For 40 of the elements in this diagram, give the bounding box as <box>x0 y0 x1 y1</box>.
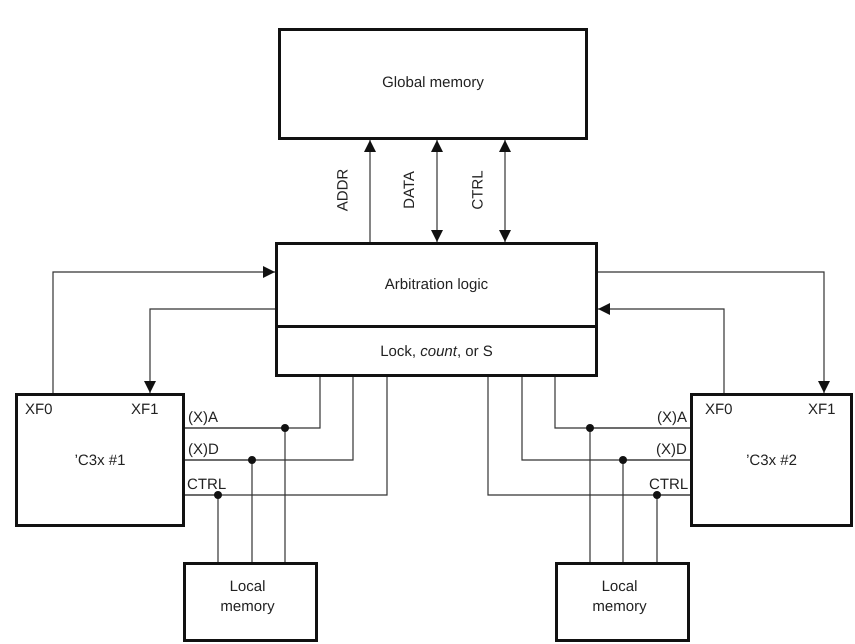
processor-box <box>15 393 185 527</box>
memory-box <box>278 28 588 140</box>
arrow <box>598 271 830 393</box>
processor-box <box>690 393 853 527</box>
arrow <box>598 303 725 393</box>
memory-box <box>183 562 318 642</box>
logic-box <box>275 242 598 328</box>
pin-label: XF0 <box>705 401 733 418</box>
block-label: Local memory <box>219 577 276 617</box>
signal-name: (X)D <box>656 442 687 458</box>
arrow <box>499 140 511 242</box>
block-label: Arbitration logic <box>384 275 490 295</box>
arrow <box>52 266 275 393</box>
signal-name: CTRL <box>649 477 688 493</box>
signal-name: (X)A <box>188 410 218 426</box>
lock-band <box>275 325 598 377</box>
signal-name: CTRL <box>187 477 226 493</box>
signal-name: (X)A <box>657 410 687 426</box>
signal-line <box>656 494 690 562</box>
arrow <box>364 140 376 242</box>
edge-label: CTRL <box>470 170 486 210</box>
signal-line <box>622 459 690 562</box>
pin-label: XF1 <box>131 401 159 418</box>
arrow <box>144 308 275 393</box>
block-label: Lock, count, or S <box>379 342 494 362</box>
block-label: ’C3x #1 <box>74 451 126 471</box>
memory-box <box>555 562 690 642</box>
edge-label: DATA <box>402 171 418 209</box>
block-label: ’C3x #2 <box>745 451 798 471</box>
signal-line <box>185 427 286 562</box>
block-label: Global memory <box>381 73 485 93</box>
pin-label: XF0 <box>25 401 53 418</box>
signal-line <box>589 427 690 562</box>
pin-label: XF1 <box>808 401 836 418</box>
block-label: Local memory <box>591 577 648 617</box>
signal-line <box>185 494 219 562</box>
signal-name: (X)D <box>188 442 219 458</box>
arrow <box>431 140 443 242</box>
signal-line <box>185 459 253 562</box>
edge-label: ADDR <box>334 168 351 212</box>
